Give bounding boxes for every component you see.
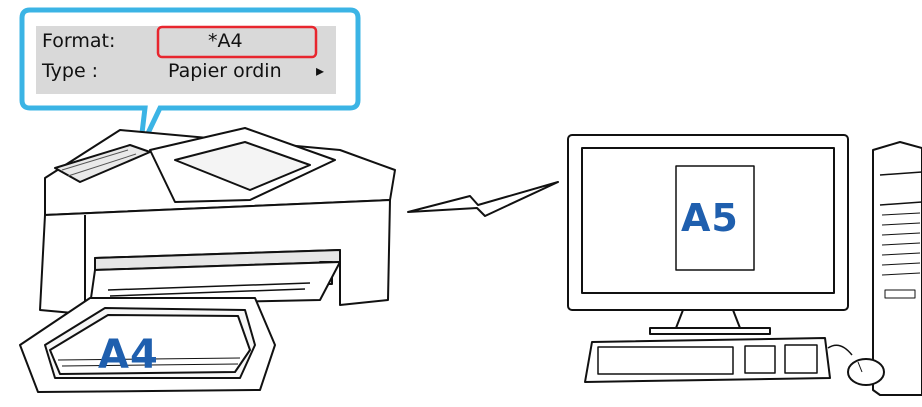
computer-icon	[568, 135, 922, 395]
lightning-signal-icon	[408, 182, 558, 216]
type-value: Papier ordin	[168, 60, 282, 82]
format-value: *A4	[208, 30, 243, 52]
tower-icon	[873, 142, 922, 395]
printer-icon	[40, 128, 395, 315]
type-label: Type :	[42, 60, 98, 82]
right-arrow-icon: ▸	[316, 60, 324, 82]
screen-document-size-label: A5	[681, 196, 739, 240]
keyboard-icon	[585, 338, 830, 382]
printer-paper-size-label: A4	[98, 332, 159, 378]
format-label: Format:	[42, 30, 115, 52]
